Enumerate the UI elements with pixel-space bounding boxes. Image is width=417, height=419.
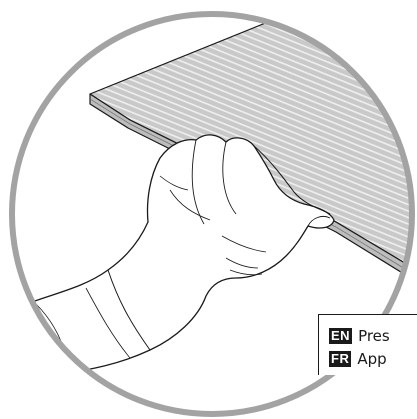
en-text: Pres [358,328,390,344]
language-legend: EN Pres FR App [318,314,417,375]
legend-row-en: EN Pres [329,328,390,344]
fr-text: App [357,351,386,367]
en-badge: EN [329,328,352,344]
fr-badge: FR [329,351,351,367]
legend-row-fr: FR App [329,351,387,367]
